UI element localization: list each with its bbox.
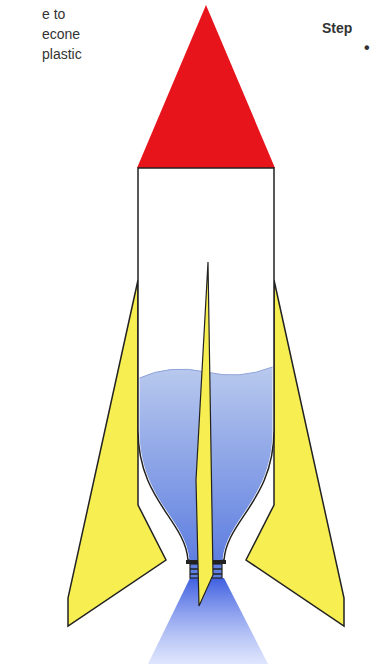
nose-cone [137,5,275,168]
step-heading: Step [322,18,352,38]
water-jet [148,578,268,664]
front-fin [196,262,213,606]
bullet: • [364,38,370,58]
note-text: e to econe plastic [42,4,94,64]
